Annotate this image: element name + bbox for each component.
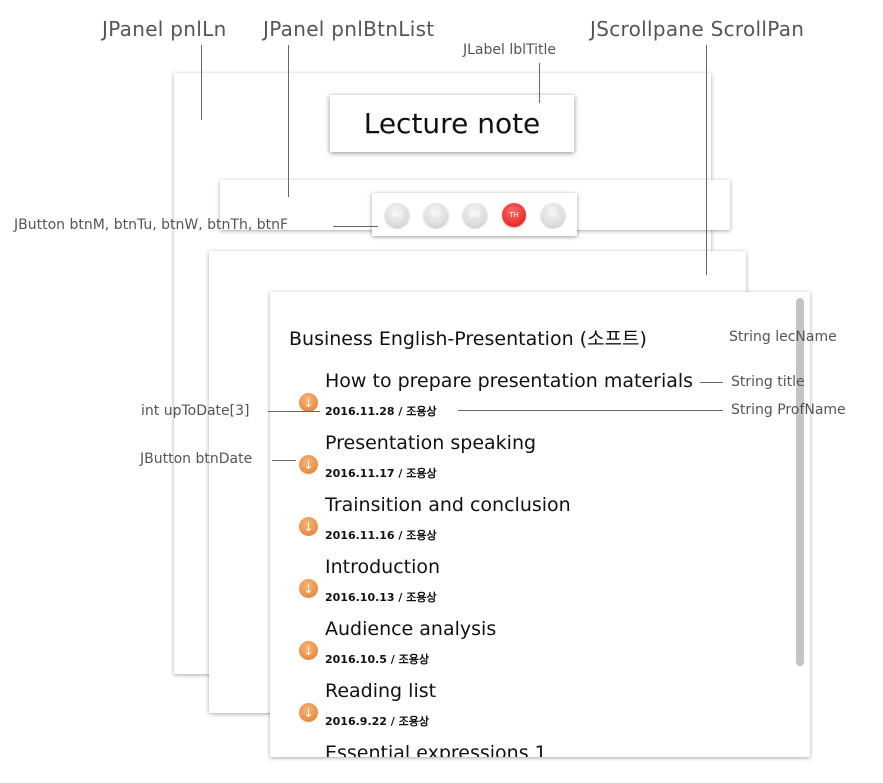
down-arrow-circle-icon[interactable]: ↓ bbox=[299, 641, 318, 660]
down-arrow-circle-icon[interactable]: ↓ bbox=[299, 455, 318, 474]
annotation-lecname: String lecName bbox=[729, 329, 837, 345]
lecture-item: Audience analysis ↓ 2016.10.5 / 조용상 bbox=[270, 618, 790, 680]
lecture-item: Trainsition and conclusion ↓ 2016.11.16 … bbox=[270, 494, 790, 556]
connector-line bbox=[288, 45, 289, 197]
lecture-item-title: How to prepare presentation materials bbox=[325, 370, 694, 392]
connector-line bbox=[201, 45, 202, 120]
day-button-th[interactable]: TH bbox=[502, 203, 526, 227]
day-button-group: MO TU WE TH FR bbox=[372, 193, 577, 236]
connector-line bbox=[706, 45, 707, 275]
annotation-scrollpan: JScrollpane ScrollPan bbox=[590, 17, 805, 41]
annotation-title: String title bbox=[731, 374, 805, 390]
day-button-fr[interactable]: FR bbox=[541, 203, 565, 227]
down-arrow-circle-icon[interactable]: ↓ bbox=[299, 393, 318, 412]
connector-line bbox=[268, 411, 320, 412]
lecture-item-title: Audience analysis bbox=[325, 618, 497, 640]
lecture-item-title: Essential expressions 1 bbox=[325, 742, 547, 757]
lecture-scroll-pane[interactable]: Business English-Presentation (소프트) How … bbox=[270, 292, 810, 757]
lecture-item-title: Reading list bbox=[325, 680, 437, 702]
day-button-mo[interactable]: MO bbox=[385, 203, 409, 227]
lecture-item-meta: 2016.11.16 / 조용상 bbox=[325, 529, 437, 542]
lecture-item: Reading list ↓ 2016.9.22 / 조용상 bbox=[270, 680, 790, 742]
lecture-item: Presentation speaking ↓ 2016.11.17 / 조용상 bbox=[270, 432, 790, 494]
down-arrow-circle-icon[interactable]: ↓ bbox=[299, 579, 318, 598]
annotation-pnlbtnlist: JPanel pnlBtnList bbox=[263, 17, 435, 41]
annotation-lbltitle: JLabel lblTitle bbox=[463, 42, 557, 58]
connector-line bbox=[700, 382, 723, 383]
day-button-we[interactable]: WE bbox=[463, 203, 487, 227]
lecture-title-label: Lecture note bbox=[330, 95, 574, 152]
lecture-item: Essential expressions 1 bbox=[270, 742, 790, 757]
lecture-item-meta: 2016.11.28 / 조용상 bbox=[325, 405, 437, 418]
lecture-item: Introduction ↓ 2016.10.13 / 조용상 bbox=[270, 556, 790, 618]
lecture-item-meta: 2016.10.13 / 조용상 bbox=[325, 591, 437, 604]
annotation-btndate: JButton btnDate bbox=[140, 451, 253, 467]
connector-line bbox=[458, 410, 723, 411]
lecture-item-title: Presentation speaking bbox=[325, 432, 537, 454]
annotation-profname: String ProfName bbox=[731, 402, 846, 418]
annotation-uptodate: int upToDate[3] bbox=[141, 403, 250, 419]
scrollbar[interactable] bbox=[796, 298, 804, 666]
lecture-item-title: Introduction bbox=[325, 556, 441, 578]
lecture-item: How to prepare presentation materials ↓ … bbox=[270, 370, 790, 432]
down-arrow-circle-icon[interactable]: ↓ bbox=[299, 517, 318, 536]
lecture-item-title: Trainsition and conclusion bbox=[325, 494, 571, 516]
connector-line bbox=[539, 63, 540, 103]
lecture-item-meta: 2016.11.17 / 조용상 bbox=[325, 467, 437, 480]
lecture-item-meta: 2016.10.5 / 조용상 bbox=[325, 653, 429, 666]
connector-line bbox=[333, 226, 378, 227]
connector-line bbox=[272, 460, 296, 461]
annotation-pnlln: JPanel pnlLn bbox=[102, 17, 227, 41]
lecture-name: Business English-Presentation (소프트) bbox=[289, 328, 647, 350]
lecture-item-meta: 2016.9.22 / 조용상 bbox=[325, 715, 429, 728]
annotation-day-buttons: JButton btnM, btnTu, btnW, btnTh, btnF bbox=[14, 217, 289, 233]
down-arrow-circle-icon[interactable]: ↓ bbox=[299, 703, 318, 722]
day-button-tu[interactable]: TU bbox=[424, 203, 448, 227]
